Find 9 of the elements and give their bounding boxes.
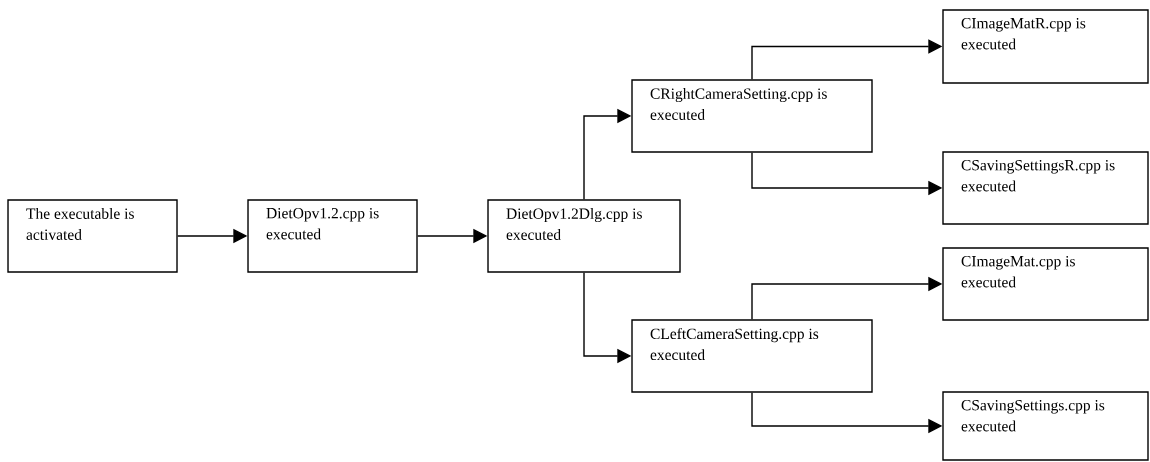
process-box: CSavingSettingsR.cpp is executed [942, 151, 1149, 225]
process-box: The executable is activated [7, 199, 178, 273]
process-box: DietOpv1.2.cpp is executed [247, 199, 418, 273]
process-box: CImageMat.cpp is executed [942, 247, 1149, 321]
process-box: CLeftCameraSetting.cpp is executed [631, 319, 873, 393]
process-box: CRightCameraSetting.cpp is executed [631, 79, 873, 153]
process-box: DietOpv1.2Dlg.cpp is executed [487, 199, 681, 273]
process-box: CImageMatR.cpp is executed [942, 9, 1149, 84]
process-box: CSavingSettings.cpp is executed [942, 391, 1149, 461]
